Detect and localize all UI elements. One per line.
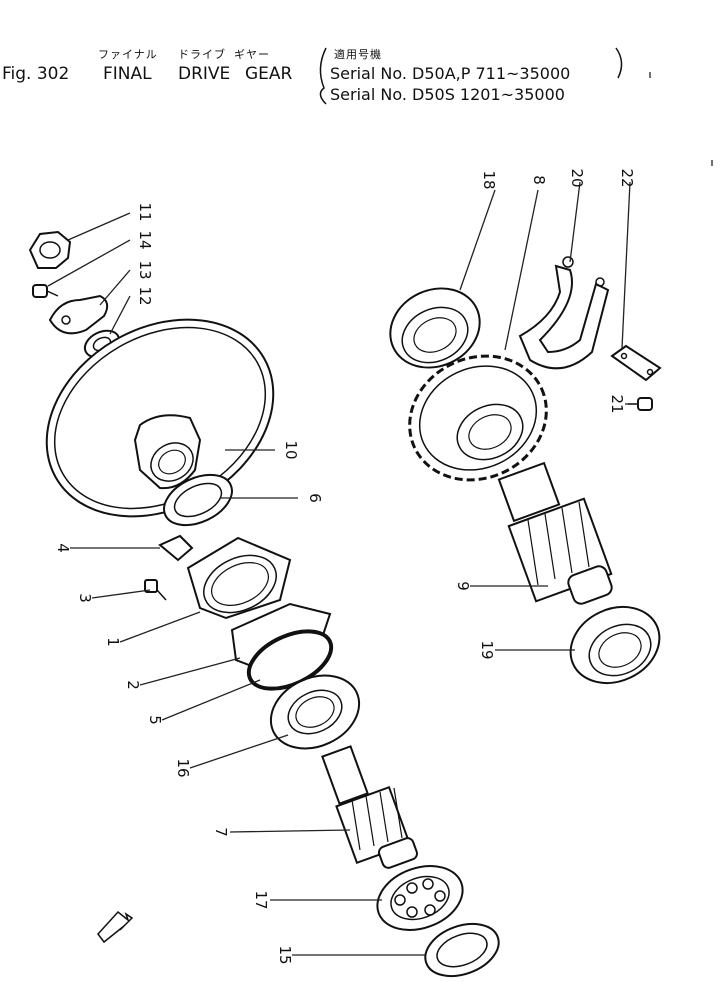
callout-16: 16 — [174, 758, 192, 777]
fig-label: Fig. 302 — [2, 64, 70, 84]
serial-line-1: Serial No. D50A,P 711~35000 — [330, 64, 571, 83]
callout-7: 7 — [212, 827, 230, 837]
callout-12: 12 — [136, 286, 154, 305]
shim-part — [158, 534, 194, 562]
callout-17: 17 — [252, 890, 270, 909]
seal-part — [163, 473, 233, 527]
bolt-part-3 — [144, 579, 167, 601]
callout-3: 3 — [76, 593, 94, 603]
pinion-shaft-part — [321, 745, 418, 869]
plate-part — [610, 344, 662, 382]
callout-18: 18 — [480, 170, 498, 189]
leader-lines — [47, 181, 638, 956]
cage-flange-part — [45, 318, 275, 518]
callout-4: 4 — [54, 543, 72, 553]
callout-22: 22 — [618, 168, 636, 187]
callout-8: 8 — [530, 175, 548, 185]
guard-hole-b — [595, 277, 605, 287]
final-label: FINAL — [103, 64, 152, 84]
nut-part — [28, 230, 72, 269]
drive-label: DRIVE — [178, 64, 231, 84]
callout-10: 10 — [282, 440, 300, 459]
jp-drive-label: ドライブ — [178, 48, 226, 61]
race-part — [424, 922, 500, 978]
callout-20: 20 — [568, 168, 586, 187]
jp-gear-label: ギヤー — [234, 48, 270, 61]
bull-gear-part — [408, 354, 548, 482]
bolt-part-14 — [32, 284, 59, 298]
guard-hole-a — [562, 256, 574, 268]
jp-applicable-label: 適用号機 — [334, 48, 382, 61]
header-bracket-left — [319, 47, 327, 105]
callout-21: 21 — [608, 394, 626, 413]
bearing-part-19 — [569, 606, 661, 684]
callout-9: 9 — [454, 581, 472, 591]
callout-1: 1 — [104, 637, 122, 647]
lock-plate-part — [48, 294, 109, 335]
bearing-part-18 — [389, 287, 481, 369]
callout-5: 5 — [146, 715, 164, 725]
callout-2: 2 — [124, 680, 142, 690]
callout-19: 19 — [478, 640, 496, 659]
jp-final-label: ファイナル — [98, 48, 158, 61]
callout-6: 6 — [306, 493, 324, 503]
bearing-part-17 — [376, 865, 464, 931]
guard-part — [518, 264, 610, 370]
serial-line-2: Serial No. D50S 1201~35000 — [330, 85, 565, 104]
bearing-part-16 — [269, 674, 361, 750]
retainer-part — [186, 536, 292, 620]
header-bracket-right — [615, 47, 623, 79]
lock-plate-hole — [61, 315, 71, 325]
gear-label: GEAR — [245, 64, 293, 84]
callout-11: 11 — [136, 202, 154, 221]
front-arrow-icon — [97, 910, 134, 944]
callout-13: 13 — [136, 260, 154, 279]
callout-15: 15 — [276, 945, 294, 964]
shaft-part — [497, 461, 613, 605]
callout-14: 14 — [136, 230, 154, 249]
